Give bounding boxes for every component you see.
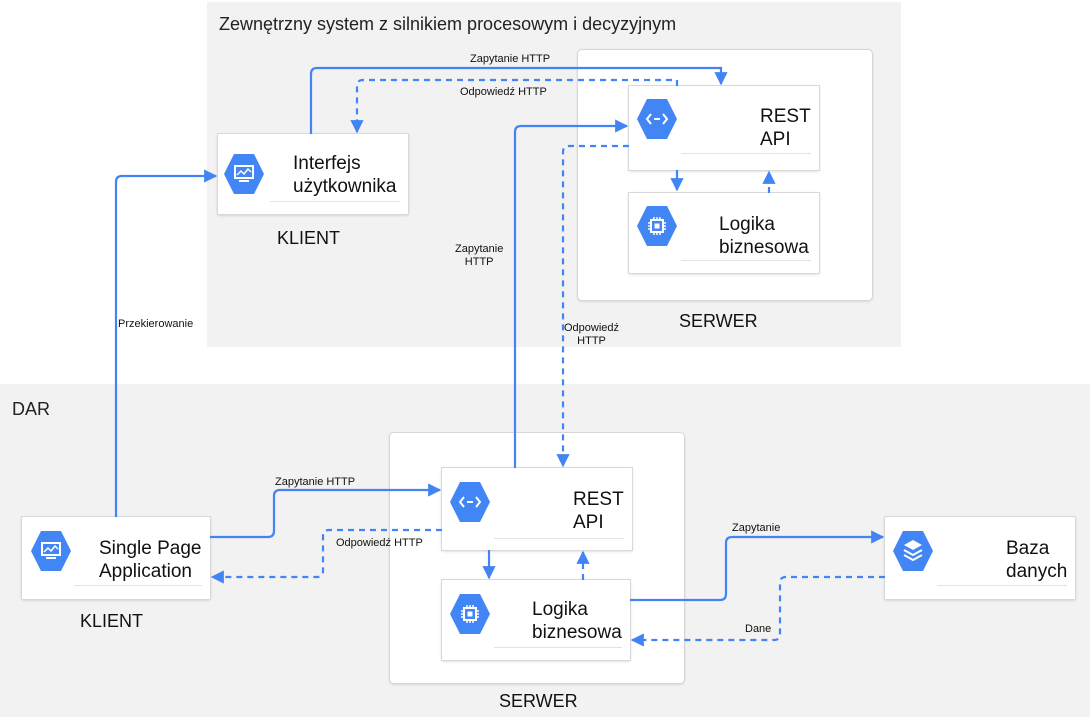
dar-spa-label: Single Page Application: [99, 538, 202, 582]
external-ui-card[interactable]: Interfejs użytkownika: [218, 134, 408, 214]
external-business-logic-card[interactable]: Logika biznesowa: [629, 193, 819, 273]
dar-request-label: Zapytanie HTTP: [275, 476, 356, 488]
api-icon: [450, 482, 490, 522]
cross-request-label: Zapytanie HTTP: [455, 243, 504, 268]
cross-response-edge: [556, 144, 629, 468]
dar-business-logic-label: Logika biznesowa: [532, 599, 622, 643]
card-divider: [494, 538, 624, 539]
monitor-icon: [31, 531, 71, 571]
dar-database-card[interactable]: Baza danych: [885, 517, 1075, 599]
dar-response-label: Odpowiedź HTTP: [336, 537, 423, 549]
card-divider: [74, 585, 202, 586]
cross-request-edge: [513, 119, 629, 468]
api-icon: [637, 99, 677, 139]
ext-request-edge: [309, 66, 728, 134]
external-client-caption: KLIENT: [277, 228, 341, 248]
db-query-edge: [630, 530, 885, 602]
dar-database-label: Baza danych: [1006, 538, 1068, 582]
external-server-caption: SERWER: [679, 311, 758, 331]
dar-spa-card[interactable]: Single Page Application: [22, 517, 210, 599]
card-divider: [494, 647, 622, 648]
redirect-edge: [114, 169, 218, 517]
ext-response-label: Odpowiedź HTTP: [460, 86, 547, 98]
card-divider: [270, 201, 400, 202]
external-rest-api-label: REST API: [760, 106, 811, 150]
dar-server-caption: SERWER: [499, 691, 578, 711]
chip-icon: [637, 206, 677, 246]
dar-request-edge: [210, 483, 442, 539]
dar-business-logic-card[interactable]: Logika biznesowa: [442, 580, 630, 660]
card-divider: [681, 153, 811, 154]
monitor-icon: [224, 154, 264, 194]
external-ui-label: Interfejs użytkownika: [293, 153, 397, 197]
card-divider: [681, 260, 811, 261]
dar-title: DAR: [12, 399, 51, 419]
dar-client-caption: KLIENT: [80, 611, 144, 631]
ext-response-edge: [350, 78, 679, 134]
external-rest-api-card[interactable]: REST API: [629, 86, 819, 170]
redirect-label: Przekierowanie: [118, 318, 194, 330]
db-data-label: Dane: [745, 623, 772, 635]
db-query-label: Zapytanie: [732, 522, 781, 534]
dar-response-edge: [210, 528, 442, 584]
db-data-edge: [630, 575, 885, 647]
card-divider: [937, 585, 1067, 586]
dar-rest-api-card[interactable]: REST API: [442, 468, 632, 550]
dar-rest-api-label: REST API: [573, 489, 624, 533]
chip-icon: [450, 594, 490, 634]
database-icon: [893, 531, 933, 571]
external-business-logic-label: Logika biznesowa: [719, 214, 809, 258]
external-system-title: Zewnętrzny system z silnikiem procesowym…: [219, 14, 677, 34]
cross-response-label: Odpowiedź HTTP: [564, 322, 620, 347]
ext-request-label: Zapytanie HTTP: [470, 53, 551, 65]
